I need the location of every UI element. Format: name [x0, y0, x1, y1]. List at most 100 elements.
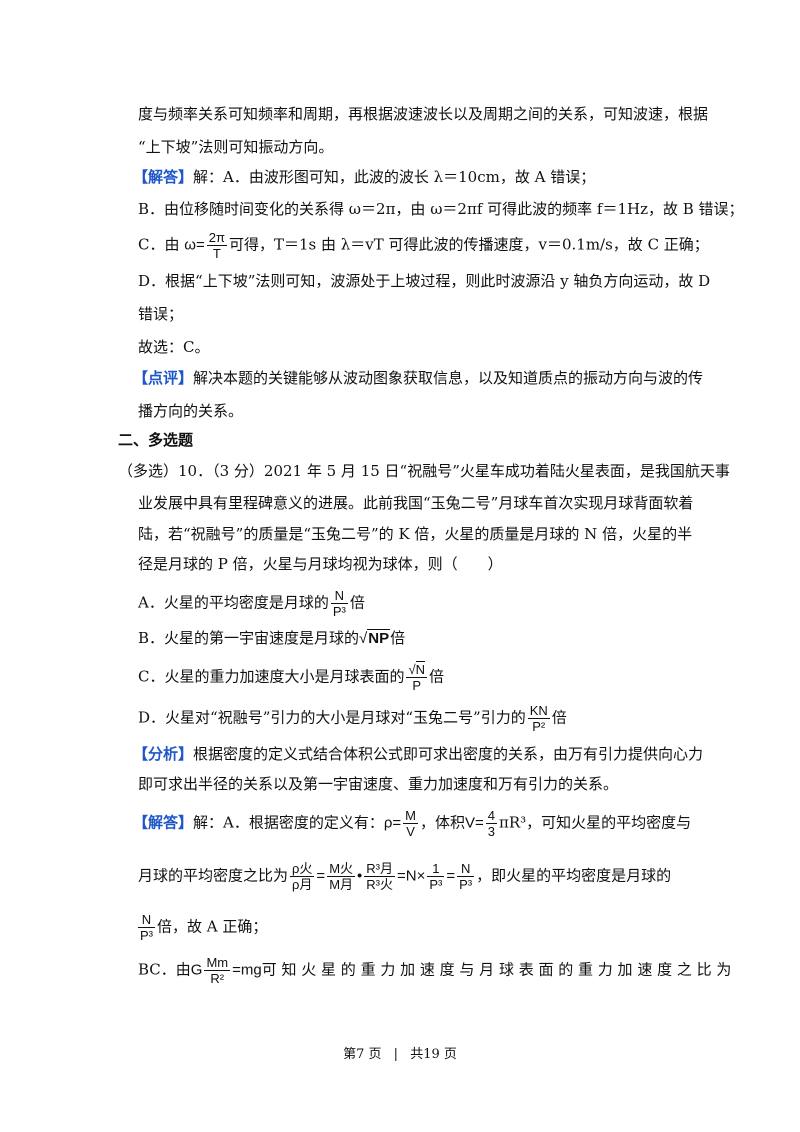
sqrt: √NP — [359, 629, 391, 647]
rho-symbol: ρ= — [383, 814, 402, 832]
text-line: D．根据“上下坡”法则可知，波源处于上坡过程，则此时波源沿 y 轴负方向运动，故… — [138, 272, 711, 290]
text: C．火星的重力加速度大小是月球表面的 — [138, 667, 405, 686]
text: 解：A．由波形图可知，此波的波长 λ＝10cm，故 A 错误； — [193, 168, 596, 186]
numerator: 1 — [427, 861, 445, 877]
text: 倍 — [551, 708, 567, 727]
text: =N× — [397, 867, 426, 885]
comment-tag: 【点评】 — [133, 369, 194, 387]
text: 倍 — [349, 593, 365, 612]
volume-symbol: V= — [465, 814, 484, 832]
text: 可得，T＝1s 由 λ＝vT 可得此波的传播速度，v＝0.1m/s，故 C 正确… — [228, 235, 709, 254]
denominator: P³ — [459, 877, 473, 892]
numerator: √N — [406, 661, 428, 678]
page-total: 共19 页 — [410, 1047, 457, 1062]
footer-separator: | — [393, 1047, 399, 1062]
denominator: P² — [532, 719, 546, 734]
text: 月球的平均密度之比为 — [138, 866, 289, 885]
question-line: 陆，若“祝融号”的质量是“玉兔二号”的 K 倍，火星的质量是月球的 N 倍，火星… — [138, 525, 693, 543]
text-line: 故选：C。 — [138, 338, 210, 356]
numerator: N — [330, 588, 348, 604]
page-footer: 第7 页 | 共19 页 — [0, 1046, 800, 1064]
option-b: B．火星的第一宇宙速度是月球的√NP倍 — [138, 627, 405, 650]
text: ，即火星的平均密度是月球的 — [476, 866, 672, 885]
numerator: R³月 — [364, 861, 396, 877]
question-line: （多选）10．（3 分）2021 年 5 月 15 日“祝融号”火星车成功着陆火… — [118, 462, 730, 480]
text: 倍 — [429, 667, 445, 686]
denominator: P³ — [429, 877, 443, 892]
text: 解决本题的关键能够从波动图象获取信息，以及知道质点的振动方向与波的传 — [193, 369, 704, 387]
denominator: M月 — [329, 877, 354, 892]
radicand: N — [415, 661, 426, 677]
text: B．火星的第一宇宙速度是月球的 — [138, 629, 360, 647]
numerator: M — [403, 808, 418, 824]
text: ，体积 — [420, 813, 466, 832]
numerator: M火 — [327, 861, 356, 877]
text: C．由 — [138, 235, 180, 254]
numerator: ρ火 — [290, 861, 315, 877]
text-line: 播方向的关系。 — [138, 402, 244, 420]
text: 倍，故 A 正确； — [157, 917, 268, 936]
denominator: R³火 — [366, 877, 394, 892]
comment-line: 【点评】解决本题的关键能够从波动图象获取信息，以及知道质点的振动方向与波的传 — [133, 367, 703, 389]
text-line: B．由位移随时间变化的关系得 ω＝2π，由 ω＝2πf 可得此波的频率 f＝1H… — [138, 200, 744, 218]
analysis-tag: 【分析】 — [133, 745, 194, 763]
answer-tag: 【解答】 — [133, 168, 194, 186]
denominator: P³ — [140, 928, 153, 943]
gravity-constant: G — [190, 961, 203, 979]
text: A．火星的平均密度是月球的 — [138, 593, 329, 612]
answer-tag: 【解答】 — [133, 813, 194, 832]
denominator: R² — [210, 971, 225, 986]
text: D．火星对“祝融号”引力的大小是月球对“玉兔二号”引力的 — [138, 708, 526, 727]
numerator: Mm — [204, 955, 231, 971]
text-line: 错误； — [138, 305, 184, 323]
text: πR³，可知火星的平均密度与 — [499, 813, 692, 832]
numerator: 2π — [206, 230, 227, 246]
text-line: 度与频率关系可知频率和周期，再根据波速波长以及周期之间的关系，可知波速，根据 — [138, 105, 709, 123]
denominator: V — [406, 824, 415, 839]
radicand: NP — [367, 629, 391, 647]
text-line: 即可求出半径的关系以及第一宇宙速度、重力加速度和万有引力的关系。 — [138, 775, 619, 793]
denominator: ρ月 — [292, 877, 313, 892]
text: =mg — [232, 961, 262, 979]
denominator: 3 — [487, 824, 496, 839]
analysis-line: 【分析】根据密度的定义式结合体积公式即可求出密度的关系，由万有引力提供向心力 — [133, 743, 703, 765]
numerator: 4 — [485, 808, 498, 824]
question-line: 业发展中具有里程碑意义的进展。此前我国“玉兔二号”月球车首次实现月球背面软着 — [138, 494, 694, 512]
denominator: T — [212, 246, 221, 261]
answer-line: 【解答】解：A．由波形图可知，此波的波长 λ＝10cm，故 A 错误； — [133, 166, 595, 188]
text: 解：A．根据密度的定义有： — [193, 813, 384, 832]
text: 倍 — [390, 629, 406, 647]
denominator: P — [412, 678, 422, 693]
page-number: 第7 页 — [343, 1047, 382, 1062]
text: BC．由 — [138, 960, 191, 979]
text: 根据密度的定义式结合体积公式即可求出密度的关系，由万有引力提供向心力 — [193, 745, 704, 763]
denominator: P³ — [332, 604, 346, 619]
text: 可 知 火 星 的 重 力 加 速 度 与 月 球 表 面 的 重 力 加 速 … — [261, 960, 732, 979]
question-line: 径是月球的 P 倍，火星与月球均视为球体，则（ ） — [138, 555, 503, 573]
text-line: “上下坡”法则可知振动方向。 — [138, 138, 334, 156]
numerator: N — [138, 912, 155, 928]
numerator: N — [457, 861, 475, 877]
section-title: 二、多选题 — [118, 431, 194, 449]
